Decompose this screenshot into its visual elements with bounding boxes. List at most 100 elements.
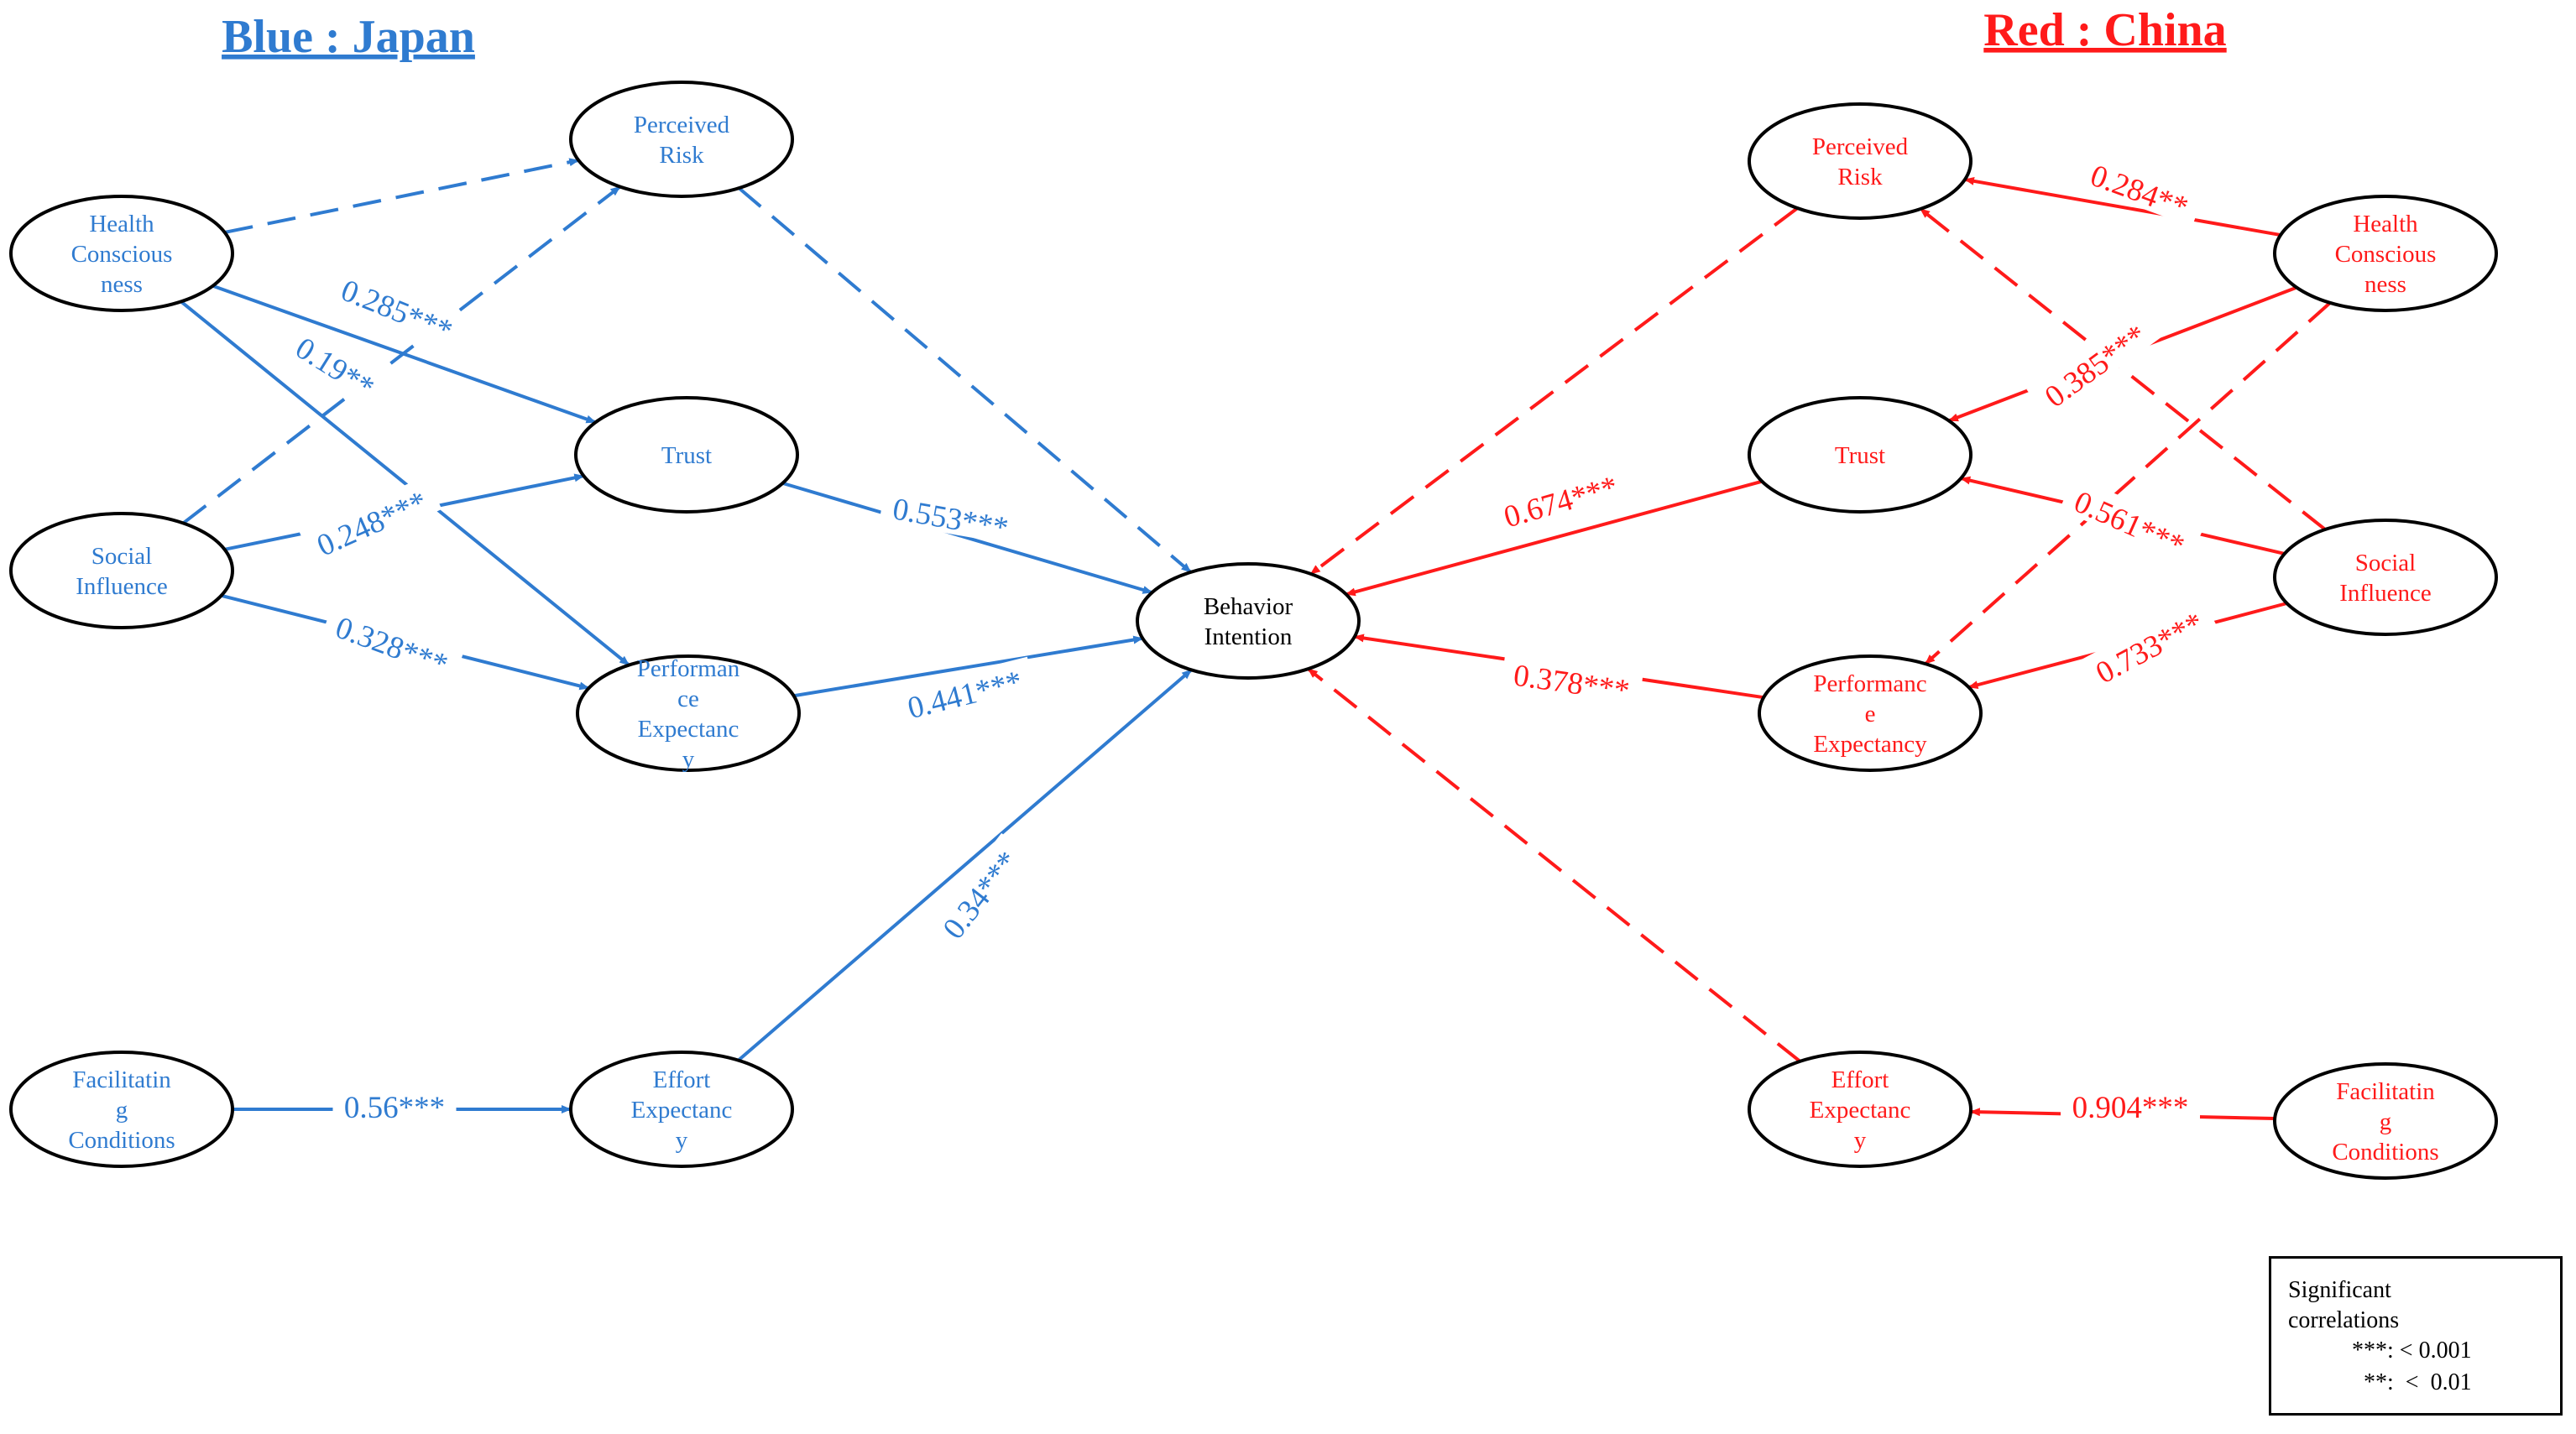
edge-label-cn-health-to-cn-trust: 0.385*** <box>2039 318 2153 415</box>
edge-label-cn-perf-to-bi: 0.378*** <box>1512 659 1632 709</box>
node-label-line: Behavior <box>1204 593 1293 620</box>
edge-label-jp-facil-to-jp-effort: 0.56*** <box>344 1091 445 1125</box>
node-label-line: Effort <box>653 1066 711 1093</box>
edge-label-bg <box>281 321 393 409</box>
edge-label-bg <box>327 263 470 351</box>
node-ellipse <box>569 81 794 198</box>
node-label-line: Intention <box>1204 623 1293 650</box>
edge-label-cn-social-to-cn-trust: 0.561*** <box>2069 485 2189 564</box>
node-label-line: Trust <box>661 442 712 469</box>
edge-cn-trust-to-bi <box>1345 479 1763 597</box>
legend-line-001: ***: < 0.001 <box>2352 1338 2472 1364</box>
significance-legend: Significant correlations ***: < 0.001 **… <box>2269 1256 2563 1416</box>
node-cn-trust: Trust <box>1748 396 1972 514</box>
edge-cn-health-to-cn-risk <box>1963 176 2281 237</box>
node-label-line: Effort <box>1831 1066 1889 1093</box>
edge-jp-risk-to-bi <box>738 186 1192 574</box>
node-ellipse <box>1136 562 1361 680</box>
node-label-line: Facilitatin <box>2336 1078 2435 1105</box>
edge-jp-health-to-jp-perf <box>180 300 630 667</box>
node-label-line: Health <box>89 211 154 237</box>
edge-label-cn-facil-to-cn-effort: 0.904*** <box>2072 1091 2189 1125</box>
edge-label-bg <box>2026 307 2161 420</box>
node-label-line: g <box>2380 1108 2392 1135</box>
edge-cn-effort-to-bi <box>1307 667 1801 1063</box>
edge-jp-health-to-jp-risk <box>224 158 580 234</box>
edge-label-bg <box>2077 596 2218 695</box>
node-label-line: ness <box>101 271 143 298</box>
edge-label-bg <box>879 485 1023 546</box>
node-label-line: Social <box>91 543 153 570</box>
node-label-line: g <box>116 1097 128 1124</box>
edge-label-jp-social-to-jp-trust: 0.248*** <box>312 485 432 564</box>
node-label-line: Expectanc <box>631 1097 733 1124</box>
node-label-line: Influence <box>2339 580 2432 607</box>
edge-jp-perf-to-bi <box>793 635 1144 698</box>
node-label-line: Conscious <box>2335 241 2437 268</box>
node-label-line: y <box>676 1127 688 1154</box>
node-label-line: Expectanc <box>1810 1097 1911 1124</box>
node-label-line: Trust <box>1835 442 1885 469</box>
edge-label-bg <box>1487 461 1633 536</box>
node-label-line: e <box>1865 701 1876 727</box>
node-label-line: Social <box>2355 550 2417 576</box>
node-label-line: Influence <box>76 573 168 600</box>
edge-label-bg <box>321 602 465 685</box>
node-ellipse <box>1748 1051 1972 1168</box>
edge-label-jp-social-to-jp-perf: 0.328*** <box>331 611 452 683</box>
node-label-line: Perceived <box>1812 133 1909 160</box>
node-ellipse <box>2273 1062 2498 1180</box>
node-label-line: Performanc <box>1813 670 1926 697</box>
node-label-line: Conditions <box>2332 1139 2438 1165</box>
node-label-line: Conscious <box>71 241 173 268</box>
node-label-line: y <box>682 746 695 773</box>
node-label-line: Health <box>2353 211 2418 237</box>
node-ellipse <box>2273 519 2498 636</box>
node-label-line: Risk <box>659 142 704 169</box>
edge-label-bg <box>332 1086 457 1123</box>
node-ellipse <box>1758 654 1983 772</box>
title-japan: Blue : Japan <box>222 11 475 63</box>
edge-cn-risk-to-bi <box>1309 206 1799 576</box>
node-label-line: Conditions <box>68 1127 175 1154</box>
edge-label-bg <box>299 475 442 566</box>
edge-label-bg <box>925 832 1031 953</box>
node-label-line: Risk <box>1837 164 1883 190</box>
node-label-line: Expectancy <box>1813 731 1927 758</box>
edge-jp-effort-to-bi <box>737 668 1193 1062</box>
node-ellipse <box>569 1051 794 1168</box>
node-ellipse <box>2273 195 2498 312</box>
node-ellipse <box>9 195 234 312</box>
legend-title: Significant correlations <box>2288 1277 2400 1333</box>
edge-label-bg <box>2076 149 2205 227</box>
edge-jp-health-to-jp-trust <box>212 284 597 425</box>
node-label-line: y <box>1854 1127 1867 1154</box>
edge-cn-health-to-cn-perf <box>1924 301 2332 665</box>
edge-label-bg <box>1500 651 1644 708</box>
node-label-line: ce <box>677 686 699 712</box>
legend-line-01: **: < 0.01 <box>2364 1369 2472 1395</box>
node-ellipse <box>1748 102 1972 220</box>
title-china: Red : China <box>1983 4 2226 56</box>
edge-label-bg <box>2061 1086 2200 1123</box>
node-label-line: Perceived <box>634 112 730 138</box>
node-ellipse <box>9 512 234 629</box>
node-ellipse <box>576 654 801 772</box>
edge-jp-trust-to-bi <box>781 481 1153 595</box>
edge-label-bg <box>891 656 1037 727</box>
node-label-line: Facilitatin <box>72 1066 171 1093</box>
node-ellipse <box>574 396 799 514</box>
node-label-line: ness <box>2364 271 2406 298</box>
